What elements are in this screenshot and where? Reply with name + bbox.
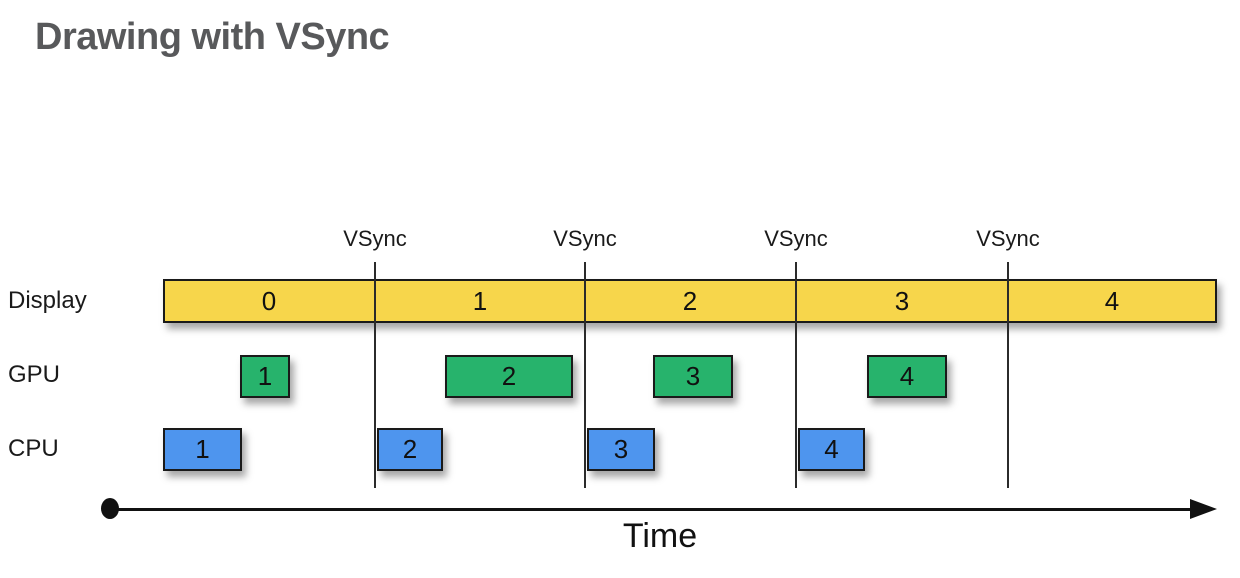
vsync-line xyxy=(584,262,586,488)
display-frame-bar xyxy=(163,279,1217,323)
vsync-label: VSync xyxy=(553,226,617,251)
vsync-line xyxy=(795,262,797,488)
vsync-label: VSync xyxy=(976,226,1040,251)
row-label-gpu: GPU xyxy=(8,361,61,388)
time-axis-line xyxy=(107,508,1190,511)
display-segment-number: 3 xyxy=(894,286,910,316)
vsync-line xyxy=(1007,262,1009,488)
display-segment-number: 2 xyxy=(682,286,698,316)
cpu-frame-block: 3 xyxy=(587,428,655,471)
time-axis-arrowhead-icon xyxy=(1190,499,1217,519)
vsync-label: VSync xyxy=(343,226,407,251)
row-label-display: Display xyxy=(8,287,87,314)
time-axis-label: Time xyxy=(622,517,698,555)
vsync-line xyxy=(374,262,376,488)
row-label-cpu: CPU xyxy=(8,435,59,462)
gpu-frame-block: 4 xyxy=(867,355,947,398)
vsync-label: VSync xyxy=(764,226,828,251)
gpu-frame-block: 3 xyxy=(653,355,733,398)
cpu-frame-block: 1 xyxy=(163,428,242,471)
gpu-frame-block: 2 xyxy=(445,355,573,398)
cpu-frame-block: 4 xyxy=(798,428,865,471)
display-segment-number: 1 xyxy=(472,286,488,316)
display-segment-number: 0 xyxy=(261,286,277,316)
cpu-frame-block: 2 xyxy=(377,428,443,471)
display-segment-number: 4 xyxy=(1104,286,1120,316)
gpu-frame-block: 1 xyxy=(240,355,290,398)
slide-title: Drawing with VSync xyxy=(35,16,390,58)
